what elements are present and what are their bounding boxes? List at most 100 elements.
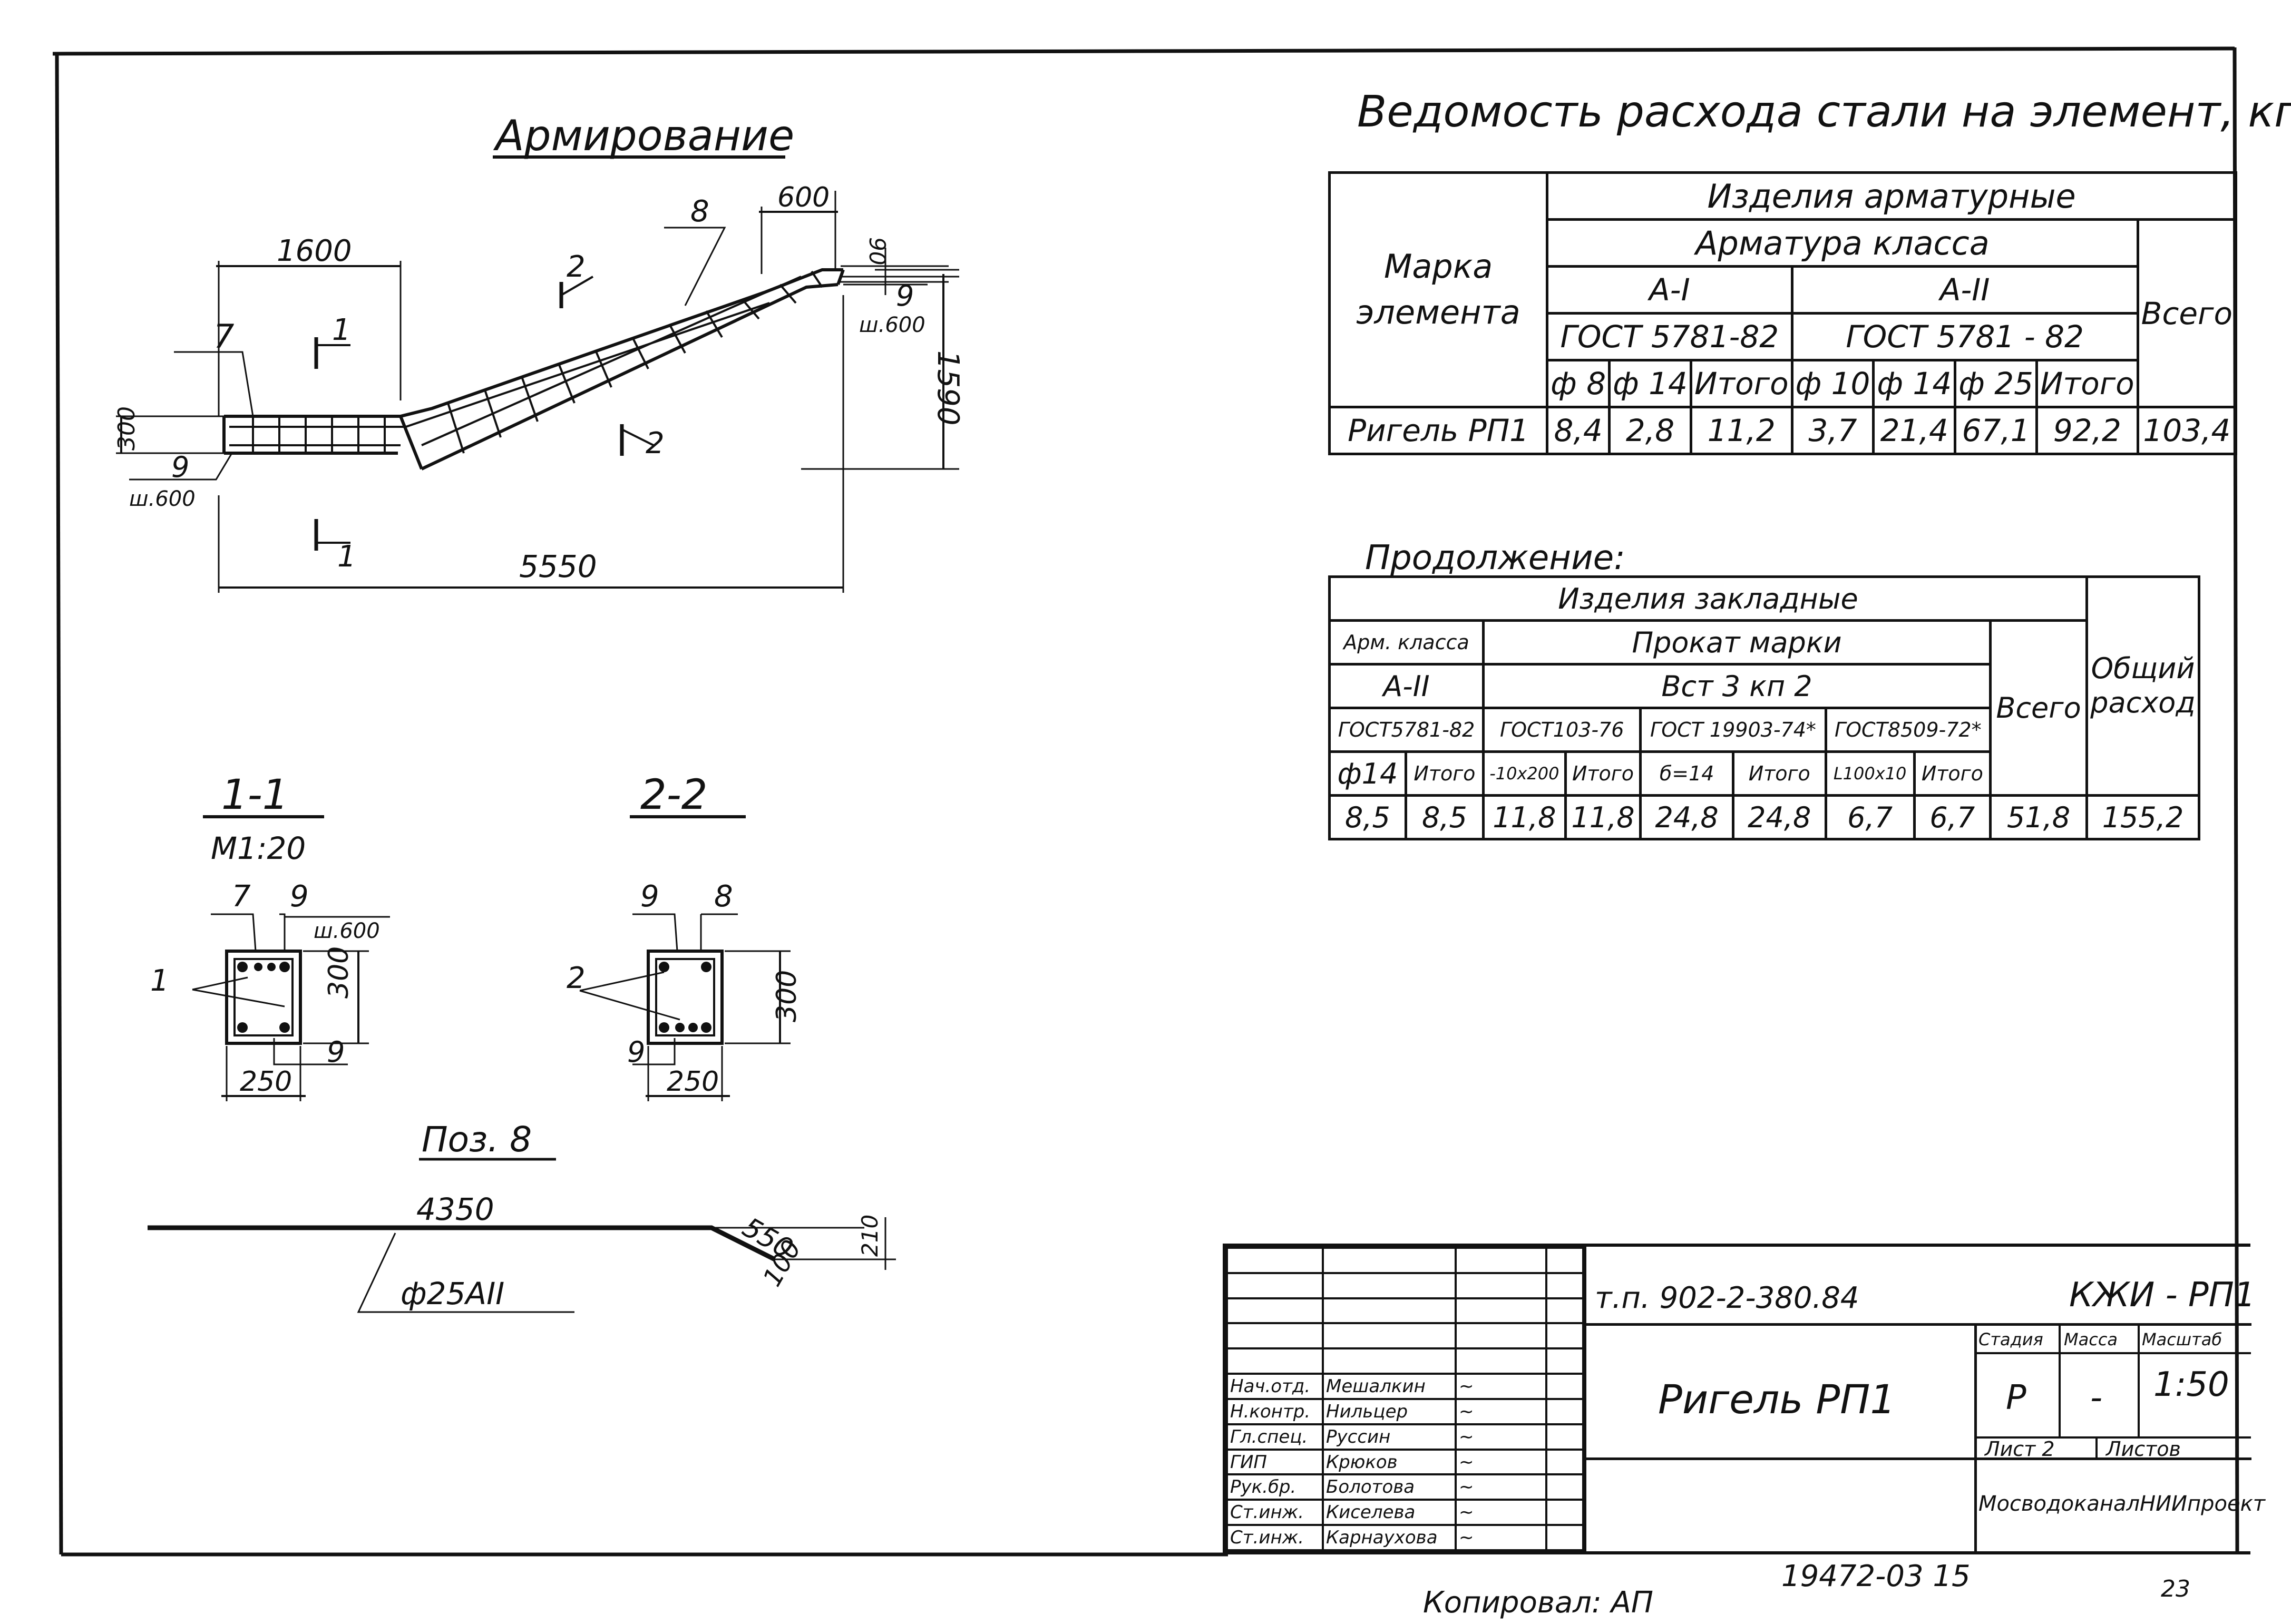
stage-value: Р [2006, 1378, 2026, 1417]
section-1-1-title: 1-1 [221, 771, 288, 819]
row-name: Ригель РП1 [1328, 406, 1549, 455]
steel-consumption-table: Марка элемента Изделия арматурные Армату… [1328, 171, 2238, 455]
header-class-a2: А-II [1790, 265, 2139, 315]
staff-name: Болотова [1322, 1473, 1457, 1501]
section-1-1-pos-7: 7 [232, 879, 251, 914]
staff-role: Рук.бр. [1226, 1473, 1324, 1501]
col-header: ф 10 [1790, 359, 1875, 408]
staff-role: Ст.инж. [1226, 1499, 1324, 1527]
section-mark-1-top: 1 [332, 313, 351, 347]
staff-name: Крюков [1322, 1448, 1457, 1476]
pos-8-height-210: 210 [857, 1215, 883, 1257]
table-cell: 51,8 [1989, 794, 2088, 840]
col-header: Итого [1689, 359, 1793, 408]
col-header: Итого [1564, 750, 1642, 797]
scale-value: 1:50 [2153, 1365, 2229, 1404]
header-class-a1: А-I [1546, 265, 1793, 315]
col-header: Итого [2035, 359, 2139, 408]
col-header: L100х10 [1824, 750, 1916, 797]
dim-1600: 1600 [277, 234, 352, 268]
signature: ∼ [1455, 1448, 1547, 1476]
steel-table-title: Ведомость расхода стали на элемент, кг [1357, 87, 2291, 137]
table-cell: 8,4 [1546, 406, 1611, 455]
section-mark-2-top: 2 [567, 250, 586, 284]
pos-7-label: 7 [213, 317, 234, 356]
table-row: 8,5 8,5 11,8 11,8 24,8 24,8 6,7 6,7 51,8… [1328, 794, 2200, 840]
section-mark-2-bottom: 2 [646, 426, 665, 461]
col-header: ф 14 [1872, 359, 1957, 408]
arm-class-value: А-II [1328, 663, 1485, 709]
signature: ∼ [1455, 1397, 1547, 1425]
staff-name: Нильцер [1322, 1397, 1457, 1425]
table-cell: 103,4 [2136, 406, 2238, 455]
section-2-2-pos-9-bottom: 9 [627, 1035, 645, 1069]
dim-90: 90 [864, 237, 890, 265]
section-1-1-sh600: ш.600 [314, 919, 380, 943]
header-total: Всего [2136, 218, 2238, 408]
section-2-2-dim-300: 300 [771, 970, 803, 1022]
sheet-label: Лист 2 [1985, 1437, 2055, 1461]
gost-arm: ГОСТ5781-82 [1328, 707, 1485, 753]
gost-8509: ГОСТ8509-72* [1824, 707, 1992, 753]
mass-value: - [2090, 1378, 2103, 1417]
footer-copied: Копировал: АП [1423, 1586, 1653, 1620]
staff-row: Н.контр.Нильцер∼ [1226, 1397, 1584, 1425]
header-gost-a1: ГОСТ 5781-82 [1546, 312, 1793, 361]
section-1-1-dim-300: 300 [323, 946, 355, 999]
drawing-code: КЖИ - РП1 [2069, 1276, 2256, 1315]
dim-5550: 5550 [519, 549, 597, 584]
col-header: Итого [1913, 750, 1992, 797]
header-rebar-class: Арматура класса [1546, 218, 2139, 268]
table-cell: 155,2 [2085, 794, 2200, 840]
section-1-1-bars [237, 962, 290, 1033]
table-cell: 92,2 [2035, 406, 2139, 455]
sheet-label-text: Лист [1985, 1437, 2036, 1461]
dim-1590: 1590 [931, 350, 965, 426]
mass-header: Масса [2064, 1329, 2118, 1349]
staff-name: Киселева [1322, 1499, 1457, 1527]
section-1-1 [192, 815, 390, 1101]
col-header: ф 8 [1546, 359, 1611, 408]
table-cell: 24,8 [1639, 794, 1734, 840]
signature: ∼ [1455, 1473, 1547, 1501]
project-number: т.п. 902-2-380.84 [1595, 1281, 1859, 1315]
col-header: -10х200 [1482, 750, 1567, 797]
staff-role: Гл.спец. [1226, 1423, 1324, 1451]
staff-row: Ст.инж.Карнаухова∼ [1226, 1524, 1584, 1551]
section-2-2-pos-2: 2 [567, 961, 586, 995]
header-rolled-grade: Прокат марки [1482, 619, 1992, 666]
col-header: Итого [1731, 750, 1827, 797]
table-cell: 67,1 [1954, 406, 2039, 455]
table-cell: 2,8 [1608, 406, 1692, 455]
staff-role: ГИП [1226, 1448, 1324, 1476]
section-1-1-dim-250: 250 [240, 1066, 292, 1098]
continuation-table: Изделия закладные Общий расход Арм. клас… [1328, 575, 2200, 840]
signature: ∼ [1455, 1499, 1547, 1527]
dim-600: 600 [777, 182, 830, 213]
continuation-title: Продолжение: [1365, 539, 1625, 578]
footer-number: 19472-03 15 [1781, 1559, 1971, 1593]
col-header: ф14 [1328, 750, 1407, 797]
signature: ∼ [1455, 1373, 1547, 1400]
header-total: Всего [1989, 619, 2088, 797]
col-header: б=14 [1639, 750, 1734, 797]
table-cell: 24,8 [1731, 794, 1827, 840]
header-embedded-products: Изделия закладные [1328, 575, 2088, 622]
table-cell: 11,8 [1482, 794, 1567, 840]
section-1-1-pos-1: 1 [150, 964, 169, 998]
armirovanie-title: Армирование [493, 111, 794, 160]
table-cell: 21,4 [1872, 406, 1957, 455]
section-2-2-dim-250: 250 [667, 1066, 719, 1098]
section-2-2-title: 2-2 [640, 771, 707, 819]
table-cell: 6,7 [1824, 794, 1916, 840]
organization: МосводоканалНИИпроект [1978, 1492, 2266, 1516]
pos-8-label: 8 [690, 194, 709, 229]
table-cell: 8,5 [1328, 794, 1407, 840]
table-cell: 3,7 [1790, 406, 1875, 455]
label-sh600-left: ш.600 [129, 487, 196, 511]
stage-header: Стадия [1978, 1329, 2043, 1349]
header-element-mark: Марка элемента [1328, 171, 1549, 408]
pos-8-length-4350: 4350 [416, 1191, 494, 1227]
